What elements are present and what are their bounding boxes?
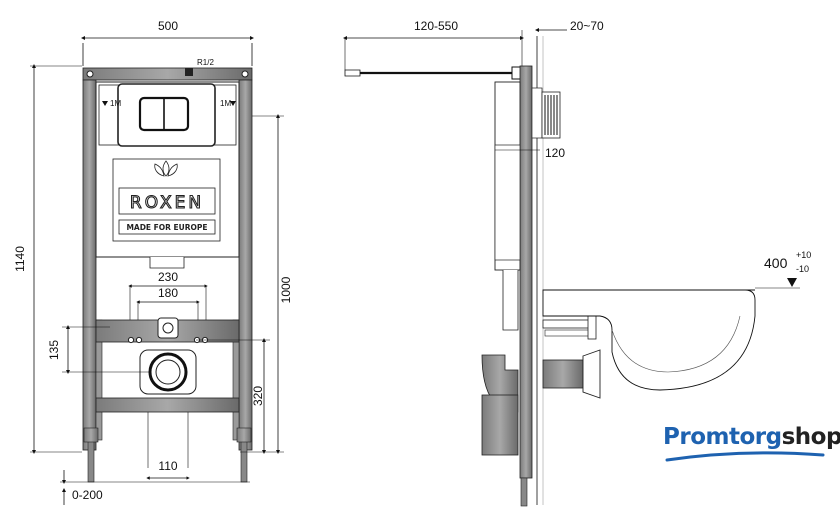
- inner-height-label: 1000: [279, 276, 293, 303]
- lotus-icon: [154, 160, 178, 177]
- seat-height-plus: +10: [796, 250, 811, 260]
- front-view: 500 R1/2 1M 1M ROXEN: [13, 19, 293, 505]
- height-label: 1140: [13, 246, 27, 272]
- pipe-label: R1/2: [197, 58, 214, 67]
- swoosh-icon: [665, 451, 825, 462]
- adjust-label: 0-200: [72, 488, 103, 502]
- outlet-height-label: 135: [47, 340, 61, 360]
- watermark-part2: shop: [781, 424, 840, 450]
- side-view: 120-550 20~70 120: [343, 19, 811, 507]
- watermark-logo: Promtorgshop: [663, 424, 840, 464]
- pipe-spacing-label: 230: [158, 270, 178, 284]
- offset-label: 20~70: [570, 19, 604, 33]
- base-height-label: 320: [251, 386, 265, 406]
- width-label: 500: [158, 19, 178, 33]
- seat-height-minus: -10: [796, 264, 809, 274]
- depth-label: 120-550: [414, 19, 458, 33]
- watermark-part1: Promtorg: [663, 424, 782, 450]
- level-right: 1M: [220, 99, 231, 108]
- foot-width-label: 110: [158, 459, 177, 473]
- level-left: 1M: [110, 99, 121, 108]
- seat-height-base: 400: [764, 255, 788, 271]
- bolt-spacing-label: 180: [158, 286, 178, 300]
- made-label: MADE FOR EUROPE: [126, 223, 207, 232]
- button-label: 120: [545, 146, 565, 160]
- flush-actuator-icon: [541, 91, 561, 139]
- brand-name: ROXEN: [130, 193, 204, 213]
